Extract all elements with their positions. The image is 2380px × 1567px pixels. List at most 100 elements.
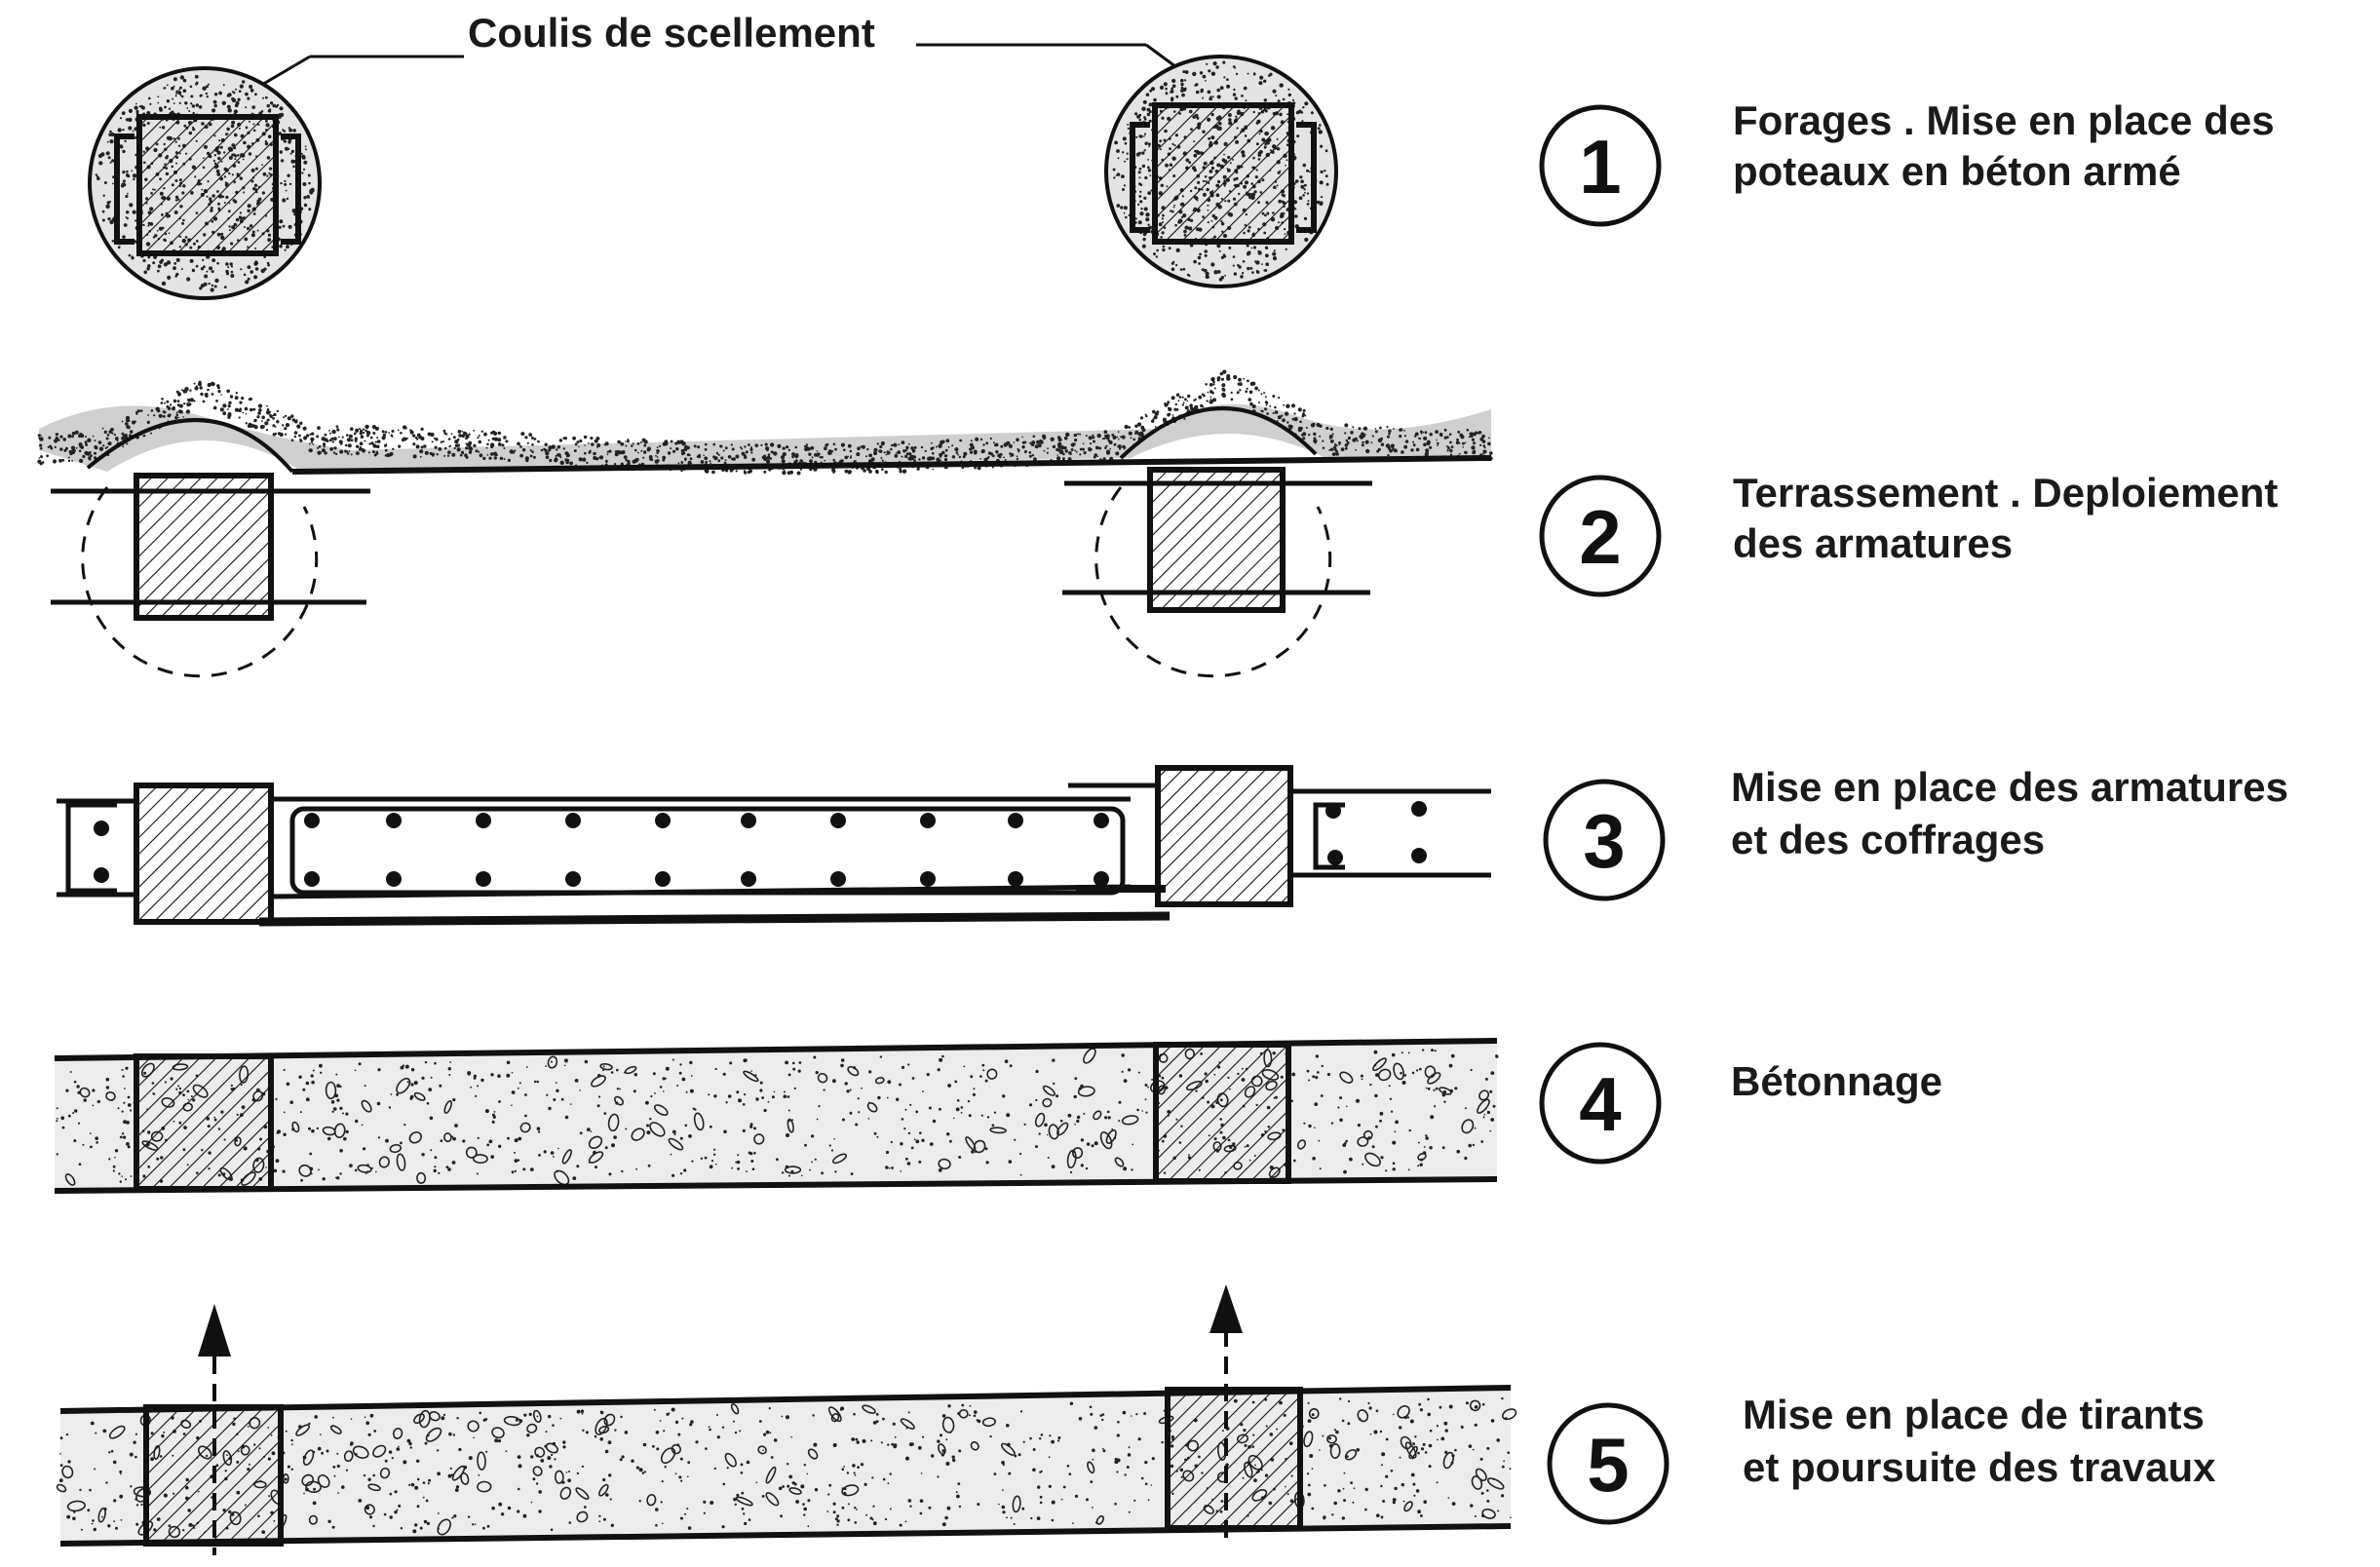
aggregate-dot [101,1515,103,1518]
stipple-dot [166,84,169,87]
ground-dot [1445,445,1448,447]
stipple-dot [186,277,191,282]
aggregate-dot [1399,1426,1402,1430]
stipple-dot [1138,113,1142,117]
aggregate-dot [522,1167,526,1171]
ground-dot [754,443,759,447]
aggregate-dot [926,1073,930,1077]
ground-dot [475,449,479,453]
ground-dot [1010,455,1012,457]
aggregate-dot [600,1410,604,1415]
aggregate-dot [449,1061,451,1063]
ground-dot [310,437,315,441]
step-3-number: 3 [1583,798,1625,884]
aggregate-dot [105,1086,110,1089]
ground-dot [204,393,209,397]
stipple-dot [1192,71,1197,77]
aggregate-dot [1117,1421,1120,1424]
aggregate-dot [1083,1112,1086,1115]
stipple-dot [168,107,172,110]
aggregate-dot [709,1125,712,1128]
aggregate-dot [735,1161,738,1164]
ground-dot [368,442,371,445]
stipple-dot [288,224,292,229]
aggregate-dot [1030,1516,1033,1520]
ground-dot [1134,432,1137,436]
stipple-dot [280,159,285,163]
ground-dot [1168,406,1172,412]
aggregate-dot [339,1149,343,1153]
ground-dot [177,416,179,419]
ground-dot [310,433,313,436]
aggregate-dot [854,1521,858,1524]
aggregate-dot [492,1115,496,1120]
aggregate-pebble [392,1428,403,1439]
ground-dot [979,458,982,460]
aggregate-dot [485,1450,488,1453]
aggregate-pebble [329,1425,342,1434]
aggregate-dot [548,1106,552,1111]
aggregate-dot [1423,1146,1426,1148]
aggregate-dot [1107,1116,1111,1120]
aggregate-dot [1037,1485,1041,1489]
excavation-arc-left [86,418,294,474]
aggregate-dot [1144,1482,1148,1486]
aggregate-dot [1001,1461,1005,1465]
aggregate-dot [332,1466,336,1469]
aggregate-dot [832,1502,836,1506]
ground-dot [511,449,514,451]
ground-dot [443,454,446,457]
aggregate-dot [773,1090,776,1093]
aggregate-pebble [757,1445,767,1455]
aggregate-dot [530,1501,533,1504]
aggregate-dot [494,1438,499,1443]
aggregate-dot [680,1479,683,1482]
aggregate-dot [603,1112,607,1115]
ground-dot [1399,428,1401,432]
ground-dot [384,448,388,452]
aggregate-pebble [477,1451,486,1471]
ground-dot [238,416,241,419]
ground-dot [143,434,146,438]
ground-dot [354,440,358,442]
aggregate-dot [1375,1409,1379,1412]
ground-dot [324,451,327,455]
aggregate-dot [76,1085,80,1089]
ground-dot [490,442,495,447]
aggregate-dot [1006,1424,1010,1428]
aggregate-dot [937,1068,940,1072]
aggregate-pebble [554,1169,570,1186]
stipple-dot [1159,85,1165,90]
aggregate-pebble [389,1143,403,1154]
aggregate-dot [787,1174,790,1177]
aggregate-pebble [1364,1152,1381,1167]
ground-dot [584,451,587,455]
aggregate-dot [602,1065,605,1068]
aggregate-dot [1420,1447,1425,1451]
ground-dot [1203,394,1206,398]
ground-dot [1056,456,1061,461]
aggregate-dot [291,1443,293,1445]
aggregate-dot [830,1149,834,1152]
ground-dot [1388,429,1392,433]
rebar-dot-far-right-d [1411,848,1427,863]
ground-dot [749,469,752,474]
ground-dot [1293,412,1296,415]
aggregate-dot [406,1081,409,1084]
aggregate-dot [1091,1144,1094,1148]
stipple-dot [301,172,304,174]
ground-dot [895,452,898,454]
ground-dot [106,445,109,448]
aggregate-dot [375,1170,377,1173]
ground-dot [514,449,517,452]
aggregate-dot [430,1149,433,1152]
aggregate-dot [412,1529,417,1534]
ground-dot [321,437,326,441]
ground-dot [724,446,728,450]
aggregate-dot [550,1151,555,1155]
aggregate-dot [1114,1503,1117,1506]
ground-dot [429,451,433,456]
ground-dot [856,452,861,457]
ground-dot [456,447,461,452]
aggregate-dot [133,1440,136,1444]
